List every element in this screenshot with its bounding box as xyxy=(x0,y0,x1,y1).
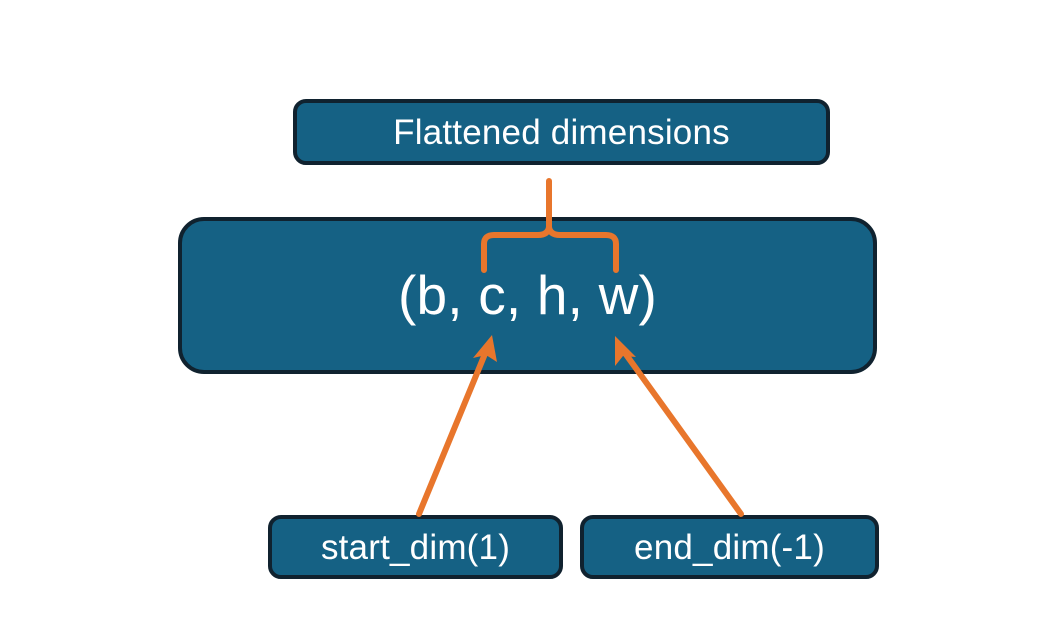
flattened-dimensions-box[interactable]: Flattened dimensions xyxy=(293,99,830,165)
tensor-shape-box[interactable]: (b, c, h, w) xyxy=(178,217,877,374)
start-dim-label: start_dim(1) xyxy=(320,527,511,567)
flattened-dimensions-label: Flattened dimensions xyxy=(393,112,730,152)
tensor-shape-label: (b, c, h, w) xyxy=(397,264,658,326)
start-dim-box[interactable]: start_dim(1) xyxy=(268,515,563,579)
end-dim-box[interactable]: end_dim(-1) xyxy=(580,515,879,579)
end-dim-label: end_dim(-1) xyxy=(634,527,825,567)
